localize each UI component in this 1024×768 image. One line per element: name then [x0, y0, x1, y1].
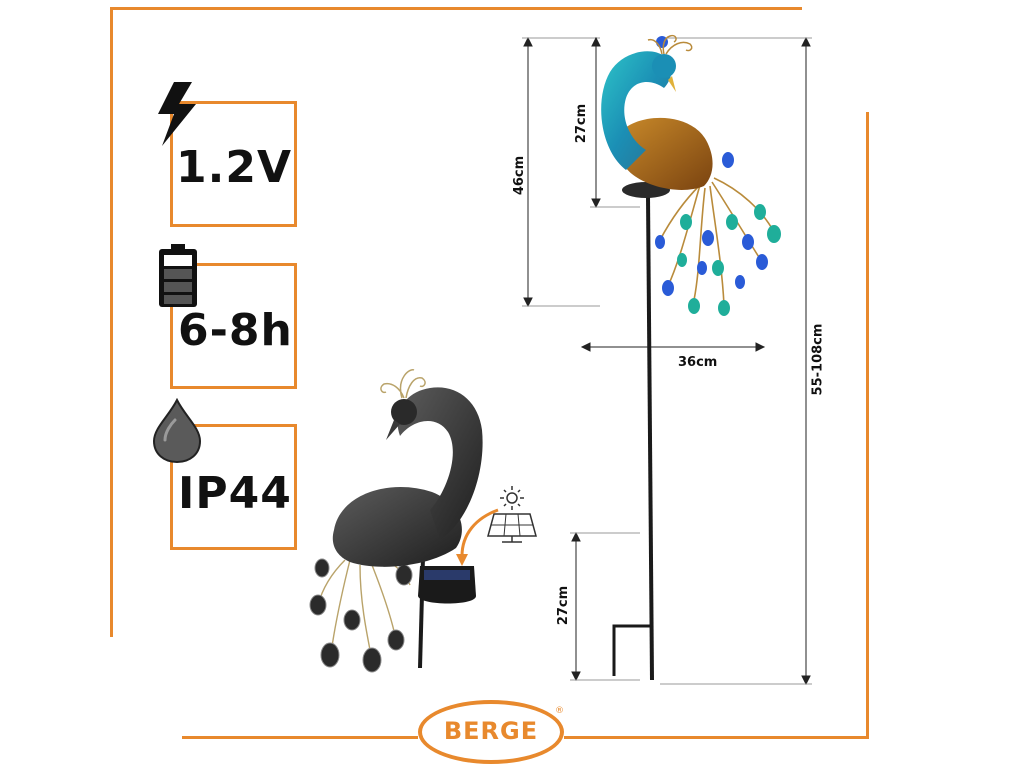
- voltage-value: 1.2V: [176, 142, 292, 193]
- brand-name: BERGE: [443, 717, 539, 745]
- voltage-spec-box: [170, 101, 297, 227]
- frame-bottom-right-line: [564, 736, 869, 739]
- dimension-lines: [522, 36, 812, 686]
- tail-gems: [655, 152, 781, 316]
- frame-right-line: [866, 112, 869, 738]
- total-height-label: 55-108cm: [810, 323, 826, 396]
- stake-height-label: 27cm: [556, 585, 572, 626]
- brand-logo-oval: [418, 700, 564, 764]
- frame-left-line: [110, 7, 113, 637]
- dark-peacock: [309, 369, 483, 673]
- water-drop-icon: [152, 398, 202, 464]
- colored-peacock: [601, 34, 781, 681]
- body-height-label: 46cm: [512, 155, 528, 196]
- lightning-bolt-icon: [158, 82, 196, 146]
- width-label: 36cm: [678, 355, 718, 370]
- battery-icon: [159, 244, 197, 307]
- protection-value: IP44: [178, 468, 292, 519]
- frame-bottom-left-line: [182, 736, 418, 739]
- brand-logo: BERGE ®: [418, 700, 564, 764]
- head-height-label: 27cm: [574, 103, 590, 144]
- registered-mark: ®: [555, 706, 564, 716]
- solar-panel-sun-icon: [456, 486, 537, 566]
- runtime-value: 6-8h: [178, 305, 293, 356]
- frame-top-line: [110, 7, 802, 10]
